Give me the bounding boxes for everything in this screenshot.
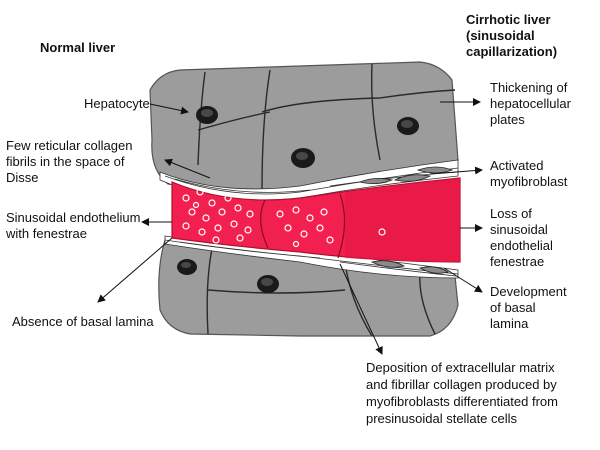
collagen-label-1: Few reticular collagen — [6, 138, 133, 153]
loss-fenestrae-label-1: Loss of — [490, 206, 532, 221]
thickening-label-1: Thickening of — [490, 80, 568, 95]
deposition-label-2: and fibrillar collagen produced by — [366, 377, 557, 392]
lower-cell-borders — [206, 243, 436, 337]
deposition-label-4: presinusoidal stellate cells — [366, 411, 518, 426]
thickening-label-3: plates — [490, 112, 525, 127]
endothelial-borders — [260, 193, 346, 259]
myofibroblast-label-1: Activated — [490, 158, 544, 173]
loss-fenestrae-label-2: sinusoidal — [490, 222, 548, 237]
collagen-label-3: Disse — [6, 170, 39, 185]
leader-lines — [97, 98, 483, 355]
fenestrae — [182, 188, 386, 248]
deposition-label-3: myofibroblasts differentiated from — [366, 394, 558, 409]
activated-myofibroblast — [358, 166, 454, 274]
cirrhotic-liver-header-2: (sinusoidal — [466, 28, 535, 43]
normal-liver-header: Normal liver — [40, 40, 116, 55]
thickening-label-2: hepatocellular — [490, 96, 571, 111]
basal-development-label-1: Development — [490, 284, 567, 299]
loss-fenestrae-label-4: fenestrae — [490, 254, 545, 269]
cirrhotic-liver-header-3: capillarization) — [466, 44, 558, 59]
basal-development-label-3: lamina — [490, 316, 529, 331]
collagen-fibrils — [164, 167, 459, 277]
collagen-label-2: fibrils in the space of — [6, 154, 125, 169]
basal-lamina-absence-label: Absence of basal lamina — [12, 314, 154, 329]
endothelium-label-1: Sinusoidal endothelium — [6, 210, 141, 225]
myofibroblast-label-2: myofibroblast — [490, 174, 568, 189]
basal-development-label-2: of basal — [490, 300, 536, 315]
endothelium-label-2: with fenestrae — [6, 226, 87, 241]
loss-fenestrae-label-3: endothelial — [490, 238, 553, 253]
deposition-label-1: Deposition of extracellular matrix — [366, 360, 555, 375]
cirrhotic-liver-header-1: Cirrhotic liver — [466, 12, 551, 27]
hepatocyte-label: Hepatocyte — [84, 96, 150, 111]
